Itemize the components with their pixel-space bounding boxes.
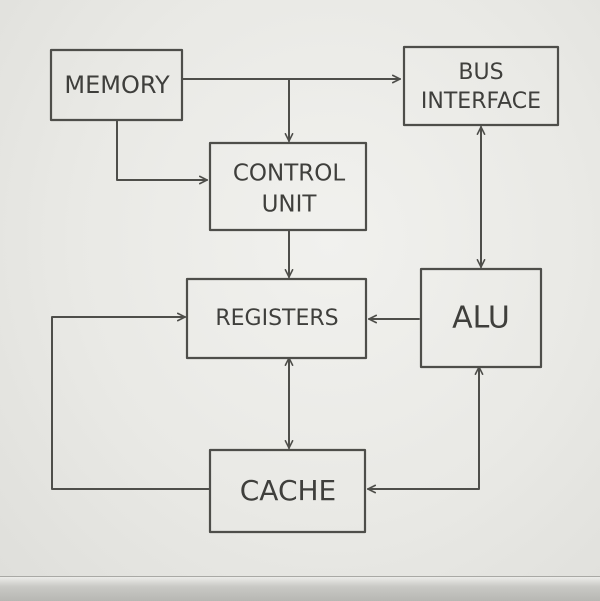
node-bus-interface-label-1: BUS — [458, 60, 503, 85]
node-alu-label: ALU — [452, 301, 510, 336]
edge-alu-cache — [367, 366, 484, 494]
edges — [51, 74, 486, 494]
marker-tray — [0, 576, 600, 601]
node-control-unit-label-1: CONTROL — [233, 161, 346, 187]
node-control-unit: CONTROL UNIT — [208, 141, 368, 232]
node-bus-interface: BUS INTERFACE — [402, 45, 560, 127]
node-cache: CACHE — [208, 448, 367, 534]
node-alu: ALU — [419, 267, 543, 369]
node-memory-label: MEMORY — [64, 71, 170, 99]
node-memory: MEMORY — [49, 48, 184, 122]
edge-cache-loop-to-registers — [51, 312, 210, 490]
node-registers: REGISTERS — [185, 277, 368, 360]
node-cache-label: CACHE — [240, 474, 337, 507]
node-control-unit-label-2: UNIT — [262, 192, 318, 218]
edge-memory-to-control-unit-side — [116, 119, 208, 185]
node-bus-interface-label-2: INTERFACE — [421, 89, 541, 114]
node-registers-label: REGISTERS — [215, 306, 338, 331]
